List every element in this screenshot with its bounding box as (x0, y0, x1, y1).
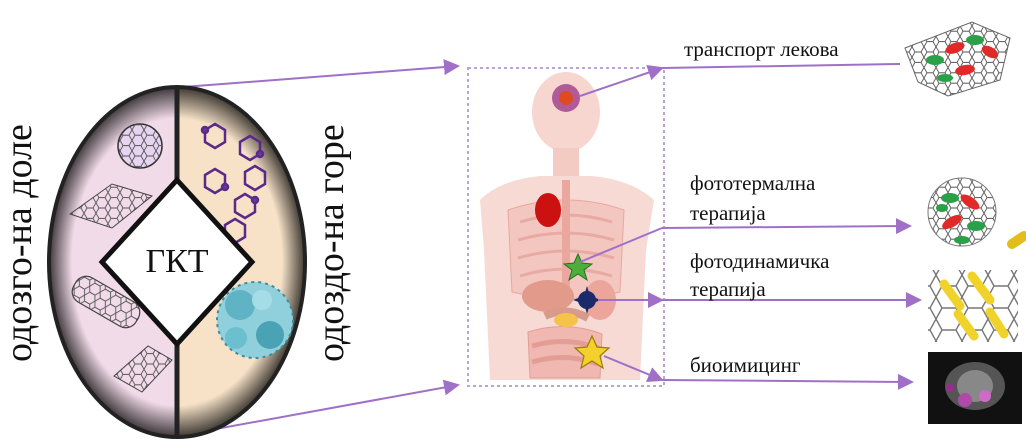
heart-marker (535, 193, 561, 227)
fullerene-icon (118, 124, 162, 168)
bottom-up-label: одоздо-на горе (312, 132, 350, 362)
photothermal-image (928, 178, 996, 246)
human-body-illustration (480, 72, 654, 380)
drug-transport-image (905, 22, 1010, 96)
brain-nanoparticle-marker (552, 84, 580, 112)
top-down-label: одозго-на доле (0, 132, 38, 362)
quantum-dot-cluster-icon (217, 282, 293, 358)
photodynamic-label-line1: фотодинамичка (690, 248, 829, 275)
photodynamic-label-line2: терапија (690, 276, 766, 303)
bioimaging-image (928, 352, 1022, 424)
photothermal-label-line1: фототермална (690, 170, 815, 197)
photothermal-label-line2: терапија (690, 200, 766, 227)
ggt-center-label: ГКТ (117, 240, 237, 284)
drug-transport-label: транспорт лекова (684, 36, 839, 63)
bioimaging-label: биоимицинг (690, 352, 801, 379)
photodynamic-image (928, 236, 1024, 342)
